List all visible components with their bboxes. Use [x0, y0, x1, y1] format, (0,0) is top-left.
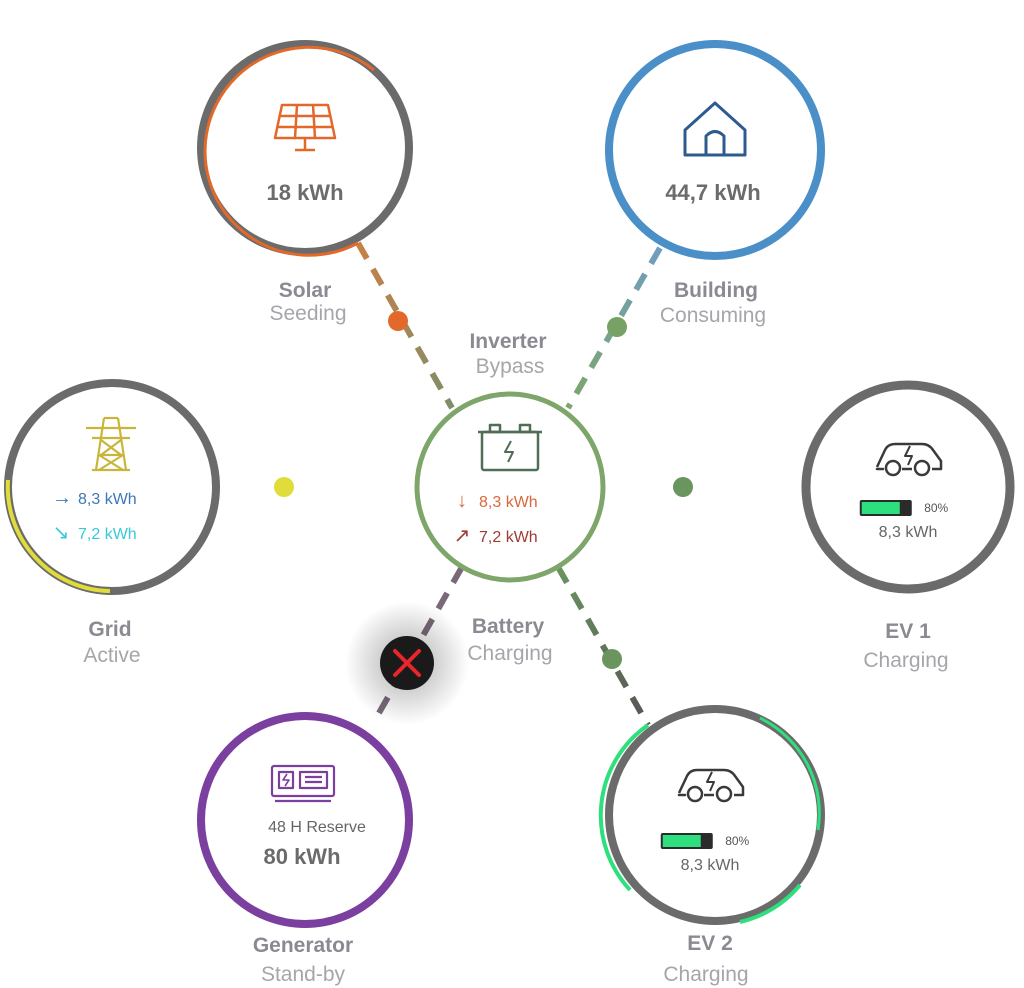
generator-status: Stand-by — [260, 963, 346, 986]
grid-flow-in-value: 8,3 kWh — [78, 491, 137, 508]
ev1-charge-row: 80% — [859, 499, 949, 517]
grid-title: Grid — [88, 618, 132, 641]
grid-status: Active — [83, 644, 141, 667]
power-tower-icon — [86, 416, 136, 472]
grid-node[interactable] — [4, 379, 220, 595]
inverter-title: Inverter — [469, 330, 547, 353]
house-icon — [683, 101, 747, 157]
solar-title: Solar — [278, 279, 332, 302]
ev1-title: EV 1 — [885, 620, 931, 643]
building-value: 44,7 kWh — [665, 180, 761, 205]
grid-flow-in: → 8,3 kWh — [52, 487, 137, 510]
ev2-battery-gauge — [660, 832, 713, 849]
ev1-battery-fill — [861, 501, 901, 514]
solar-node[interactable] — [197, 40, 413, 257]
building-title: Building — [674, 279, 758, 302]
ev1-status: Charging — [863, 649, 949, 672]
ev1-percent: 80% — [924, 501, 949, 515]
building-flow-dot — [607, 317, 627, 337]
grid-connector — [215, 477, 415, 497]
solar-value: 18 kWh — [266, 180, 344, 205]
arrow-down-icon: ↓ — [457, 490, 467, 512]
ev2-status: Charging — [663, 963, 749, 986]
solar-panel-icon — [273, 103, 337, 152]
solar-connector — [355, 241, 455, 410]
inverter-status: Bypass — [475, 355, 545, 378]
car-icon — [677, 768, 745, 803]
inverter-flow-out: ↗ 7,2 kWh — [453, 523, 538, 548]
ev2-flow-dot — [602, 649, 622, 669]
close-icon — [393, 649, 421, 677]
arrow-down-right-icon: ↘ — [52, 522, 70, 544]
ev1-connector — [600, 477, 806, 497]
generator-icon — [270, 764, 336, 803]
arrow-up-right-icon: ↗ — [453, 525, 471, 547]
ev2-percent: 80% — [725, 834, 750, 848]
inverter-node[interactable] — [414, 391, 606, 583]
ev2-title: EV 2 — [687, 932, 733, 955]
grid-flow-out-value: 7,2 kWh — [78, 526, 137, 543]
building-status: Consuming — [659, 304, 767, 327]
ev2-node[interactable] — [598, 705, 825, 925]
ev1-flow-dot — [673, 477, 693, 497]
ev1-node[interactable] — [801, 380, 1015, 594]
building-connector — [565, 246, 663, 410]
building-node[interactable] — [605, 40, 825, 260]
generator-title: Generator — [252, 934, 354, 957]
arrow-right-icon: → — [52, 487, 72, 509]
generator-connector — [345, 565, 469, 725]
ev1-battery-gauge — [859, 499, 912, 516]
solar-flow-dot — [388, 311, 408, 331]
car-icon — [875, 442, 943, 477]
ev2-value: 8,3 kWh — [680, 857, 740, 874]
solar-status: Seeding — [269, 302, 347, 325]
grid-flow-dot — [274, 477, 294, 497]
generator-node[interactable] — [197, 712, 413, 928]
inverter-flow-in-value: 8,3 kWh — [479, 494, 538, 511]
battery-icon — [478, 423, 542, 472]
battery-title: Battery — [471, 615, 545, 638]
generator-reserve: 48 H Reserve — [268, 819, 366, 836]
grid-flow-out: ↘ 7,2 kWh — [52, 520, 137, 545]
ev1-value: 8,3 kWh — [878, 524, 938, 541]
battery-status: Charging — [467, 642, 553, 665]
ev2-charge-row: 80% — [660, 832, 750, 850]
inverter-flow-out-value: 7,2 kWh — [479, 529, 538, 546]
ev2-battery-fill — [662, 834, 702, 847]
ev2-connector — [555, 565, 651, 727]
generator-value: 80 kWh — [263, 844, 341, 869]
inverter-flow-in: ↓ 8,3 kWh — [453, 490, 538, 513]
